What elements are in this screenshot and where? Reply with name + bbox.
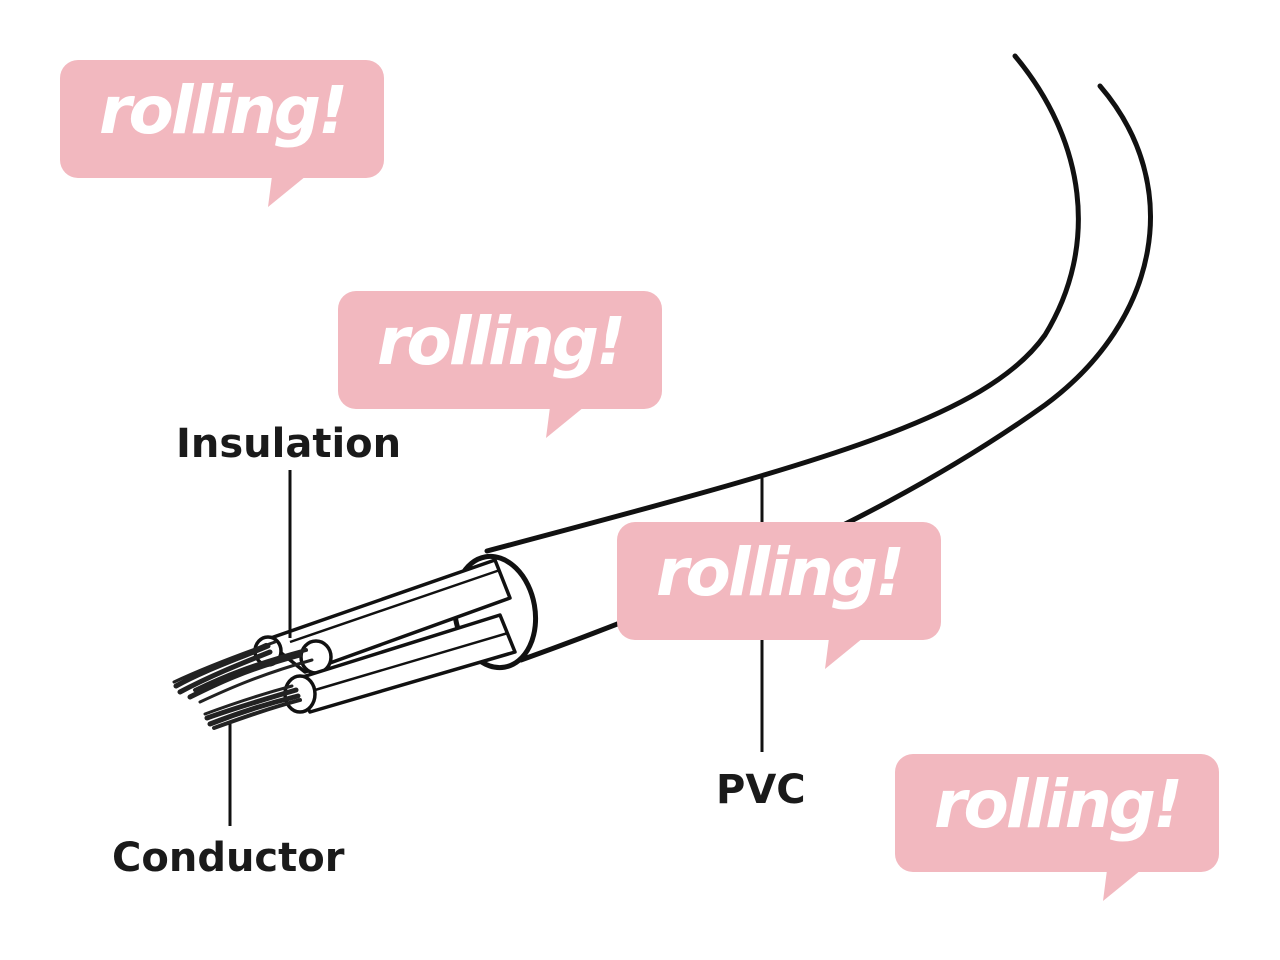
upper-wire-inner-line (289, 568, 501, 644)
lower-conductor-strands (203, 684, 302, 730)
watermark-badge: rolling! (60, 60, 384, 210)
insulation-label: Insulation (176, 421, 402, 467)
watermark-text: rolling! (933, 766, 1183, 843)
pvc-label: PVC (716, 767, 806, 813)
watermark-text: rolling! (655, 534, 905, 611)
lower-wire-inner-line (314, 631, 509, 692)
upper-conductor-strands (172, 640, 314, 704)
watermark-badge: rolling! (617, 522, 941, 672)
watermark-badge: rolling! (895, 754, 1219, 904)
watermark-text: rolling! (376, 303, 626, 380)
watermark-text: rolling! (98, 72, 348, 149)
conductor-label: Conductor (112, 835, 345, 881)
watermark-badge: rolling! (338, 291, 662, 441)
pvc-sheath-top-edge (484, 53, 1081, 554)
